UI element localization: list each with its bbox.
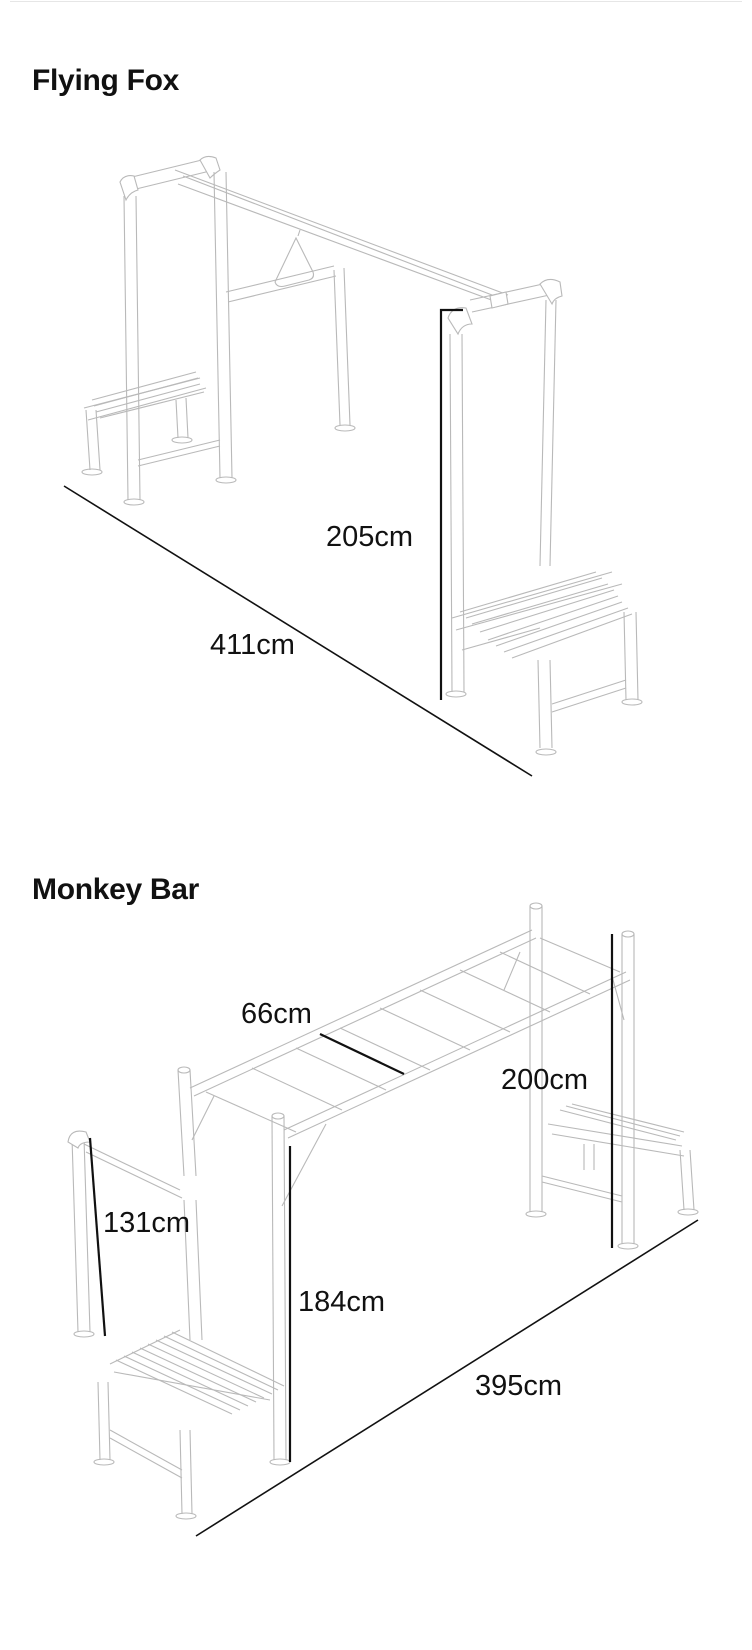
monkey-bar-front-height-label: 184cm	[298, 1286, 386, 1318]
monkey-bar-right-height-label: 200cm	[501, 1064, 589, 1096]
flying-fox-title: Flying Fox	[32, 64, 180, 97]
rung-spacing-dimension-line	[319, 1033, 405, 1075]
top-divider	[10, 1, 742, 2]
length-dimension-line	[63, 485, 533, 777]
monkey-bar-title: Monkey Bar	[32, 873, 200, 906]
flying-fox-length-label: 411cm	[210, 629, 295, 661]
height-dimension-line	[439, 308, 463, 700]
flying-fox-diagram	[63, 155, 643, 777]
monkey-bar-side-bar-height-label: 131cm	[103, 1207, 191, 1239]
monkey-bar-rung-spacing-label: 66cm	[241, 998, 312, 1030]
flying-fox-frame	[81, 155, 643, 756]
length-dimension-line	[195, 1219, 699, 1537]
flying-fox-height-label: 205cm	[326, 521, 414, 553]
monkey-bar-length-label: 395cm	[475, 1370, 563, 1402]
